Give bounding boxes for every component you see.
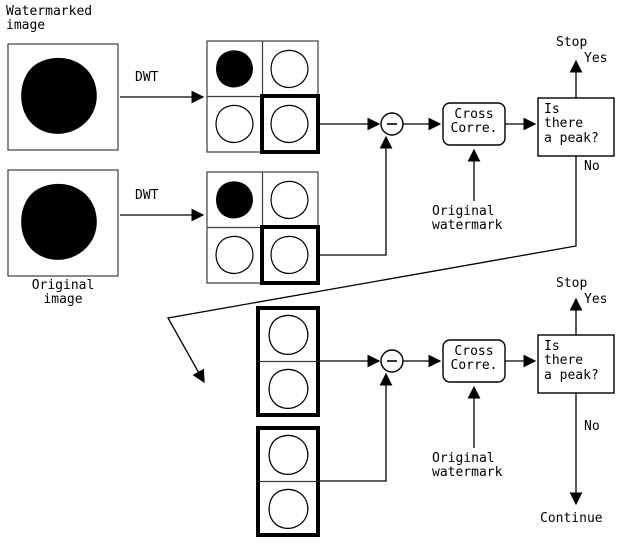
original-image-box [7, 169, 119, 277]
continue-label: Continue [540, 511, 603, 526]
stop-label-2: Stop [556, 276, 588, 291]
cross-corr-label-2: Cross Corre. [450, 344, 498, 374]
cross-corr-label-1: Cross Corre. [450, 107, 498, 137]
dwt-label-bottom: DWT [135, 188, 159, 203]
original-image-label: Original image [31, 278, 95, 308]
yes-label-2: Yes [584, 292, 608, 307]
stage2-box2-to-subtract-arrow [318, 372, 393, 482]
stage2-subband-box-2 [256, 426, 320, 537]
no-label-2: No [584, 419, 600, 434]
subband-lh-blob-2 [215, 235, 254, 275]
dwt-label-top: DWT [135, 70, 159, 85]
original-watermark-label-1: Original watermark [432, 204, 503, 234]
selected-subband-bottom [260, 225, 320, 285]
original-watermark-label-2: Original watermark [432, 451, 503, 481]
subband-hh-blob [270, 104, 309, 144]
stage2-blob-2a [268, 434, 309, 476]
peak-decision-box-1 [537, 97, 615, 157]
stage2-blob-1a [268, 314, 309, 356]
dwt-grid-bottom [206, 171, 320, 285]
subband-ll-blob-2 [216, 181, 253, 219]
subband-lh-blob [215, 104, 254, 144]
yes-label-1: Yes [584, 51, 608, 66]
original-blob [21, 183, 97, 260]
peak-question-label-2: Is there a peak? [544, 339, 599, 383]
watermarked-image-label: Watermarked image [6, 4, 93, 34]
stop-label-1: Stop [556, 35, 588, 50]
subband-hl-blob-2 [270, 180, 309, 220]
watermarked-blob [21, 57, 97, 134]
no-label-1: No [584, 159, 600, 174]
stage2-blob-2b [268, 488, 309, 530]
grid-bottom-to-subtract-arrow [318, 135, 393, 256]
no-path-1 [166, 156, 577, 384]
peak-question-label-1: Is there a peak? [544, 102, 599, 146]
stage2-blob-1b [268, 368, 309, 410]
subtract-node-2 [380, 349, 404, 373]
watermarked-image-box [7, 43, 119, 151]
subtract-node-1 [380, 112, 404, 136]
subband-hh-blob-2 [270, 235, 309, 275]
subband-ll-blob [216, 50, 253, 88]
stage2-subband-box-1 [256, 306, 320, 417]
subband-hl-blob [270, 49, 309, 89]
dwt-grid-top [206, 40, 320, 154]
